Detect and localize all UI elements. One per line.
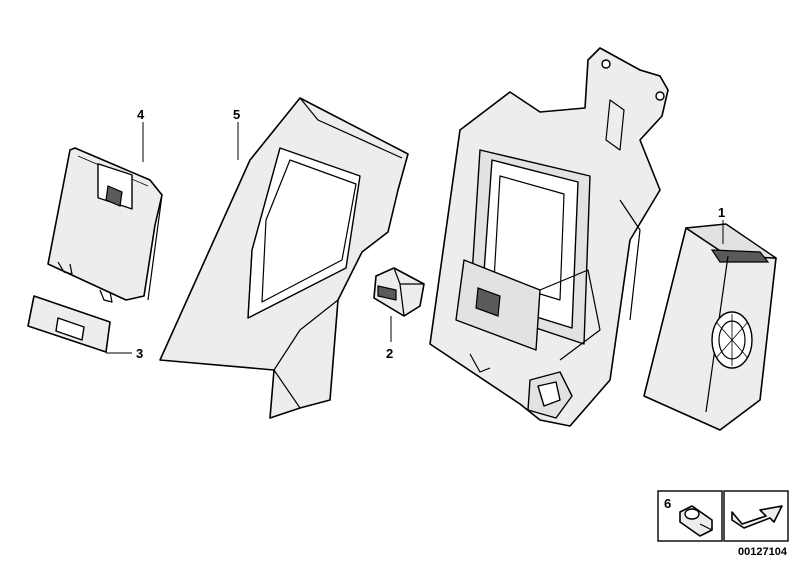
callout-4: 4 (137, 107, 145, 122)
legend-part-6-box[interactable]: 6 (657, 490, 723, 542)
part-3-small-cap[interactable] (27, 295, 111, 353)
part-2-connector[interactable] (373, 267, 425, 317)
leader-lines (106, 122, 724, 354)
callout-3: 3 (136, 346, 143, 361)
callout-5: 5 (233, 107, 240, 122)
part-6-bolt-icon (679, 505, 713, 537)
callout-2: 2 (386, 346, 393, 361)
callout-6: 6 (664, 496, 671, 511)
legend-arrow-box[interactable] (723, 490, 789, 542)
direction-arrow-icon (731, 505, 783, 529)
main-carrier-housing[interactable] (429, 47, 669, 427)
callout-1: 1 (718, 205, 725, 220)
part-1-fan-box[interactable] (643, 223, 777, 431)
part-5-console-trim[interactable] (159, 97, 409, 419)
document-number: 00127104 (738, 546, 788, 558)
part-4-cover-panel[interactable] (47, 147, 163, 303)
